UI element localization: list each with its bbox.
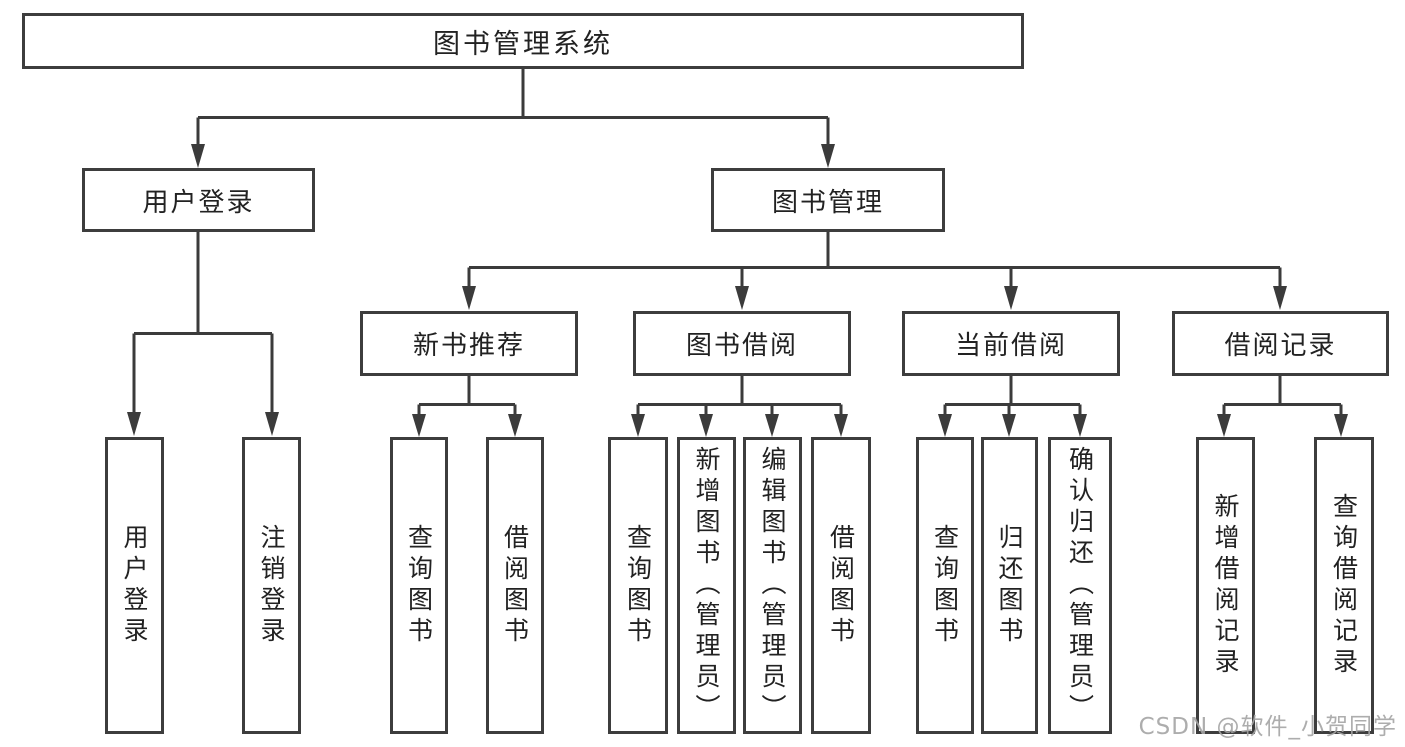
arrow-book-mgmt — [821, 144, 835, 168]
node-bb-borrow: 借阅图书 — [811, 437, 871, 734]
arrow-bb-borrow — [834, 414, 848, 437]
arrow-borrow-record — [1273, 286, 1287, 310]
node-new-book: 新书推荐 — [360, 311, 578, 376]
node-cb-return-label: 归还图书 — [995, 523, 1024, 648]
arrow-bb-add — [699, 414, 713, 437]
arrow-book-borrow — [735, 286, 749, 310]
node-login-user: 用户登录 — [105, 437, 164, 734]
node-br-add-label: 新增借阅记录 — [1211, 492, 1240, 679]
arrow-login-user — [127, 412, 141, 436]
node-user-login-label: 用户登录 — [142, 187, 255, 218]
arrow-br-query — [1334, 414, 1348, 437]
node-bb-borrow-label: 借阅图书 — [826, 523, 856, 648]
arrow-cb-query — [938, 414, 952, 437]
arrow-bb-query — [631, 414, 645, 437]
node-bb-add-label: 新增图书（管理员） — [692, 446, 721, 725]
node-login-logout-label: 注销登录 — [257, 523, 286, 648]
node-nb-borrow: 借阅图书 — [486, 437, 544, 734]
arrow-current-borrow — [1004, 286, 1018, 310]
node-nb-query-label: 查询图书 — [404, 523, 434, 648]
node-bb-edit: 编辑图书（管理员） — [743, 437, 802, 734]
arrow-new-book — [462, 286, 476, 310]
node-book-mgmt: 图书管理 — [711, 168, 945, 232]
arrow-bb-edit — [765, 414, 779, 437]
arrow-user-login — [191, 144, 205, 168]
node-borrow-record: 借阅记录 — [1172, 311, 1389, 376]
csdn-watermark: CSDN @软件_小贺同学 — [1138, 714, 1397, 740]
node-cb-query: 查询图书 — [916, 437, 974, 734]
node-bb-edit-label: 编辑图书（管理员） — [758, 446, 787, 725]
node-new-book-label: 新书推荐 — [412, 331, 525, 361]
arrow-cb-return — [1002, 414, 1016, 437]
node-cb-confirm: 确认归还（管理员） — [1048, 437, 1112, 734]
node-root-label: 图书管理系统 — [433, 28, 613, 60]
node-cb-return: 归还图书 — [981, 437, 1038, 734]
arrow-nb-query — [412, 414, 426, 437]
node-cb-confirm-label: 确认归还（管理员） — [1065, 446, 1095, 725]
node-book-mgmt-label: 图书管理 — [771, 187, 884, 218]
node-current-borrow-label: 当前借阅 — [954, 331, 1067, 361]
node-br-add: 新增借阅记录 — [1196, 437, 1255, 734]
arrow-cb-confirm — [1073, 414, 1087, 437]
node-bb-add: 新增图书（管理员） — [677, 437, 736, 734]
node-br-query-label: 查询借阅记录 — [1329, 492, 1359, 679]
node-bb-query-label: 查询图书 — [623, 523, 653, 648]
arrow-br-add — [1217, 414, 1231, 437]
node-borrow-record-label: 借阅记录 — [1224, 331, 1337, 361]
node-nb-query: 查询图书 — [390, 437, 448, 734]
node-root: 图书管理系统 — [22, 13, 1024, 69]
node-login-user-label: 用户登录 — [120, 523, 149, 648]
node-current-borrow: 当前借阅 — [902, 311, 1120, 376]
arrow-nb-borrow — [508, 414, 522, 437]
node-user-login: 用户登录 — [82, 168, 315, 232]
node-bb-query: 查询图书 — [608, 437, 668, 734]
node-nb-borrow-label: 借阅图书 — [500, 523, 530, 648]
node-cb-query-label: 查询图书 — [930, 523, 960, 648]
node-br-query: 查询借阅记录 — [1314, 437, 1374, 734]
node-book-borrow-label: 图书借阅 — [685, 331, 798, 361]
arrow-login-logout — [265, 412, 279, 436]
node-book-borrow: 图书借阅 — [633, 311, 851, 376]
node-login-logout: 注销登录 — [242, 437, 301, 734]
